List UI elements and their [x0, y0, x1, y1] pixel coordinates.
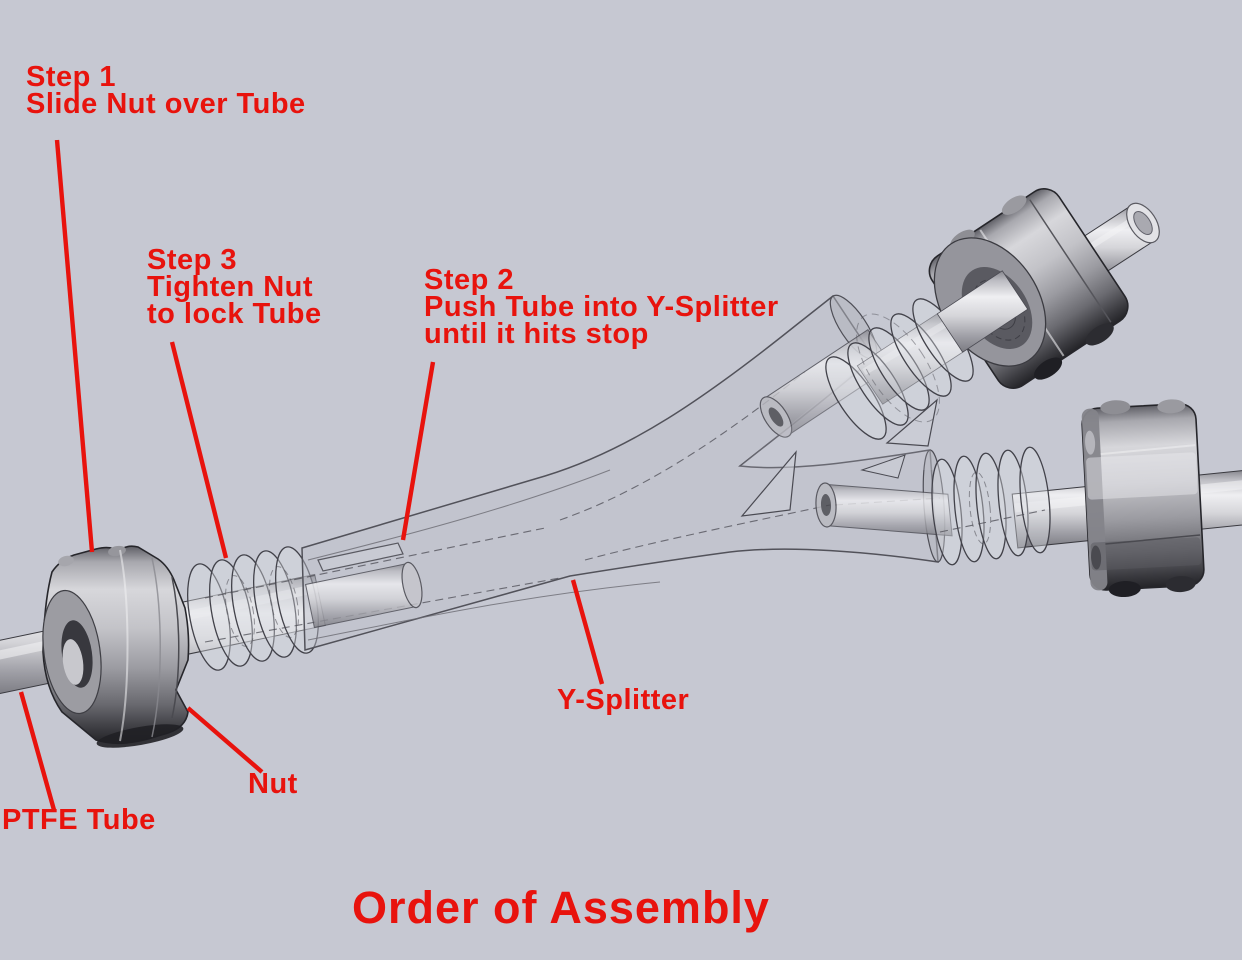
threads-right: [931, 446, 1051, 566]
ptfe-tube-leader-line: [18, 691, 57, 811]
nut-leader-line: [186, 706, 264, 774]
step3-annotation: Step 3 Tighten Nut to lock Tube: [147, 244, 322, 330]
step2-annotation: Step 2 Push Tube into Y-Splitter until i…: [424, 264, 779, 350]
step3-line1: Step 3: [147, 244, 238, 276]
step3-line3: to lock Tube: [147, 298, 322, 330]
step2-line1: Step 2: [424, 264, 515, 296]
step1-annotation: Step 1 Slide Nut over Tube: [26, 61, 306, 120]
step2-line2: Push Tube into Y-Splitter: [424, 291, 779, 323]
nut-left: [42, 545, 190, 748]
nut-right: [1081, 399, 1205, 598]
step1-line2: Slide Nut over Tube: [26, 88, 306, 120]
diagram-title: Order of Assembly: [352, 882, 770, 933]
step2-leader-line: [400, 361, 436, 541]
nut-label: Nut: [248, 768, 298, 800]
ptfe-tube-label: PTFE Tube: [2, 804, 156, 836]
step3-line2: Tighten Nut: [147, 271, 314, 303]
step3-leader-line: [169, 341, 229, 559]
leader-lines: [18, 139, 605, 811]
y-splitter-label: Y-Splitter: [557, 684, 690, 716]
internal-tube-upper: [759, 329, 893, 438]
step1-line1: Step 1: [26, 61, 117, 93]
internal-tube-left: [305, 542, 423, 629]
y-splitter-leader-line: [570, 579, 605, 685]
internal-tube-lower: [815, 482, 953, 537]
step1-leader-line: [54, 139, 95, 553]
threads-upper: [825, 298, 974, 440]
step2-line3: until it hits stop: [424, 318, 649, 350]
nut-upper: [928, 188, 1129, 389]
